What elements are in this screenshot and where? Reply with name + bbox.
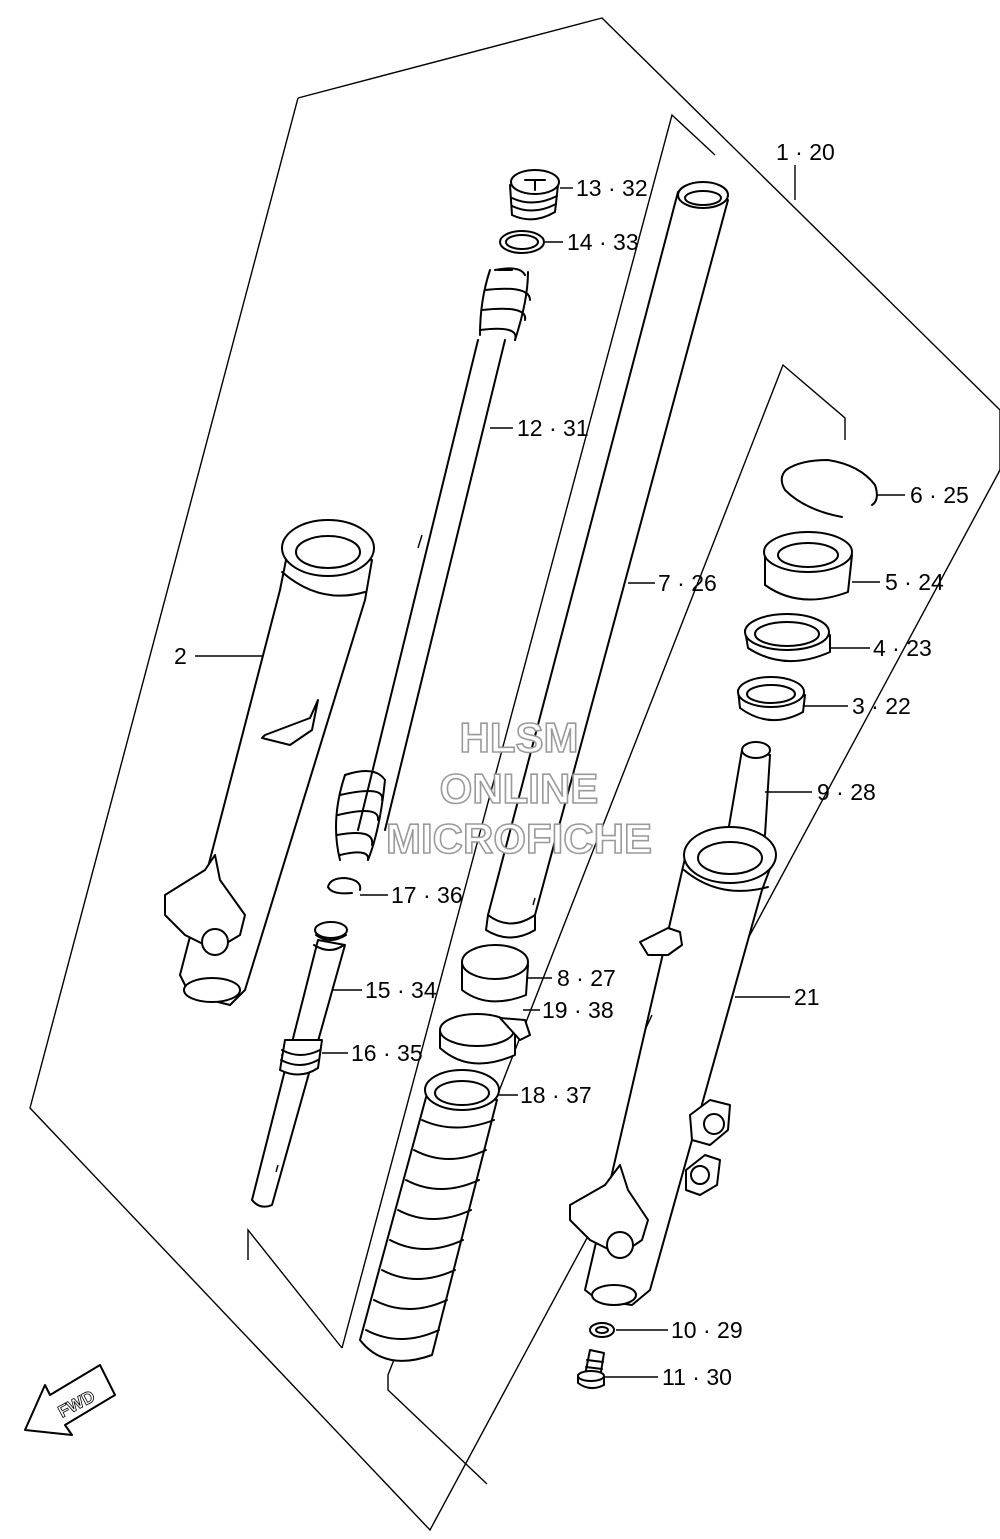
bushing-part-8-27	[461, 944, 529, 1003]
callout-2: 2	[174, 643, 187, 669]
inner-tube-set-outline-bottom	[247, 1227, 343, 1349]
watermark-line-2: ONLINE	[440, 765, 599, 812]
seal-washer-part-4-23	[744, 613, 831, 662]
callout-13-32: 13 · 32	[576, 175, 648, 201]
inner-tube-set-outline	[341, 113, 716, 1349]
outer-tube-set-outline	[387, 363, 846, 1485]
gasket-part-10-29	[589, 1322, 615, 1338]
watermark-line-1: HLSM	[460, 714, 579, 761]
watermark: HLSM ONLINE MICROFICHE	[385, 713, 653, 863]
callout-1-20: 1 · 20	[776, 139, 835, 165]
callout-21: 21	[794, 984, 820, 1010]
callout-12-31: 12 · 31	[517, 415, 589, 441]
outer-tube-part-21	[569, 826, 777, 1306]
guide-bushing-part-3-22	[737, 676, 806, 722]
outer-tube-part-2	[164, 519, 375, 1006]
callout-14-33: 14 · 33	[567, 229, 639, 255]
clamp-part-19-38	[439, 1013, 531, 1065]
stopper-ring-part-6-25	[780, 459, 878, 518]
callout-11-30: 11 · 30	[662, 1364, 732, 1390]
callout-10-29: 10 · 29	[671, 1317, 743, 1343]
assembly-outline	[29, 17, 1000, 1532]
callout-labels: 1 · 20 13 · 32 14 · 33 12 · 31 6 · 25 7 …	[174, 139, 969, 1390]
circlip-part-17-36	[327, 877, 362, 895]
callout-9-28: 9 · 28	[817, 779, 876, 805]
oil-seal-part-5-24	[763, 531, 853, 601]
dust-boot-part-18-37	[359, 1069, 500, 1362]
callout-15-34: 15 · 34	[365, 977, 437, 1003]
cap-bolt-part-13-32	[509, 169, 560, 221]
callout-16-35: 16 · 35	[351, 1040, 423, 1066]
callout-5-24: 5 · 24	[885, 569, 944, 595]
callout-8-27: 8 · 27	[557, 965, 616, 991]
oil-lock-piece-part-9-28	[727, 741, 771, 841]
callout-18-37: 18 · 37	[520, 1082, 592, 1108]
inner-tube-part-7-26	[485, 181, 729, 939]
callout-3-22: 3 · 22	[852, 693, 911, 719]
watermark-line-3: MICROFICHE	[386, 815, 652, 862]
rebound-spring-part-16-35	[279, 1039, 323, 1076]
leader-lines	[195, 165, 905, 1378]
bolt-part-11-30	[577, 1349, 605, 1389]
callout-6-25: 6 · 25	[910, 482, 969, 508]
callout-17-36: 17 · 36	[391, 882, 463, 908]
fwd-direction-arrow: FWD	[24, 1364, 116, 1436]
fork-spring-part-12-31	[335, 267, 531, 861]
callout-7-26: 7 · 26	[658, 570, 717, 596]
callout-4-23: 4 · 23	[873, 635, 932, 661]
callout-19-38: 19 · 38	[542, 997, 614, 1023]
